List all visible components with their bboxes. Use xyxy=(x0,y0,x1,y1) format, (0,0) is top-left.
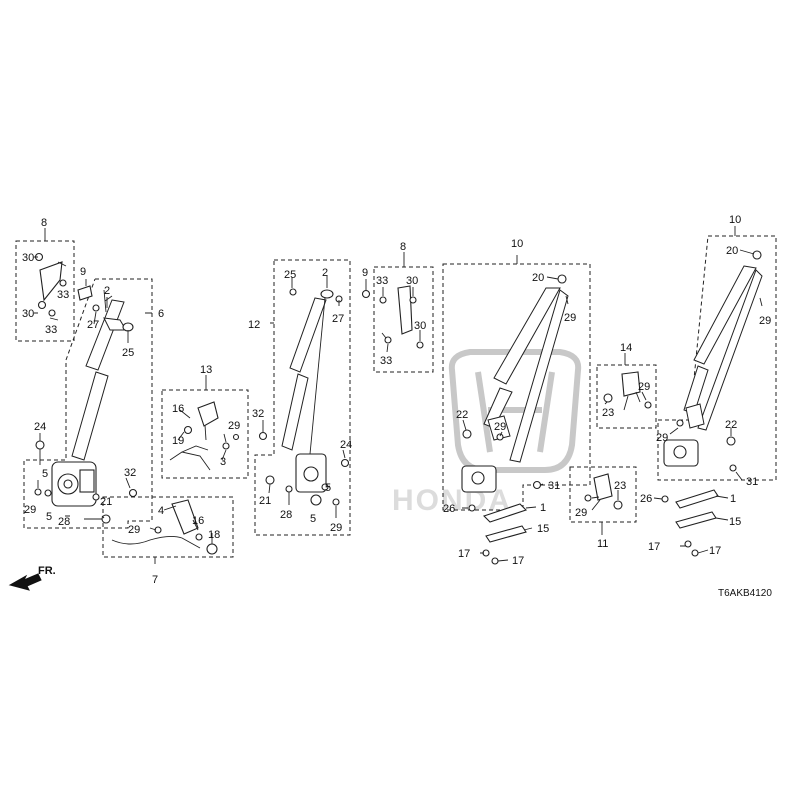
seat-belt-assembly-6 xyxy=(51,289,134,507)
diagram-code: T6AKB4120 xyxy=(718,588,772,599)
callout-6: 6 xyxy=(158,308,164,320)
callout-17: 17 xyxy=(648,541,660,553)
callout-5: 5 xyxy=(310,513,316,525)
callout-17: 17 xyxy=(512,555,524,567)
callout-16: 16 xyxy=(172,403,184,415)
callout-8-left: 8 xyxy=(41,217,47,229)
callout-28: 28 xyxy=(280,509,292,521)
callout-3: 3 xyxy=(220,456,226,468)
callout-29: 29 xyxy=(564,312,576,324)
callout-10-right: 10 xyxy=(729,214,741,226)
callout-26: 26 xyxy=(443,503,455,515)
callout-30: 30 xyxy=(406,275,418,287)
callout-labels: 8 30 9 33 30 33 2 27 25 6 24 32 5 29 5 2… xyxy=(22,214,771,586)
callout-17: 17 xyxy=(709,545,721,557)
callout-5: 5 xyxy=(46,511,52,523)
callout-23: 23 xyxy=(602,407,614,419)
buckle-assembly-14 xyxy=(603,371,652,411)
callout-25: 25 xyxy=(122,347,134,359)
callout-24: 24 xyxy=(340,439,352,451)
buckle-assembly-13 xyxy=(169,401,240,471)
callout-11: 11 xyxy=(597,538,608,550)
front-arrow-icon xyxy=(8,573,42,591)
callout-27: 27 xyxy=(332,313,344,325)
group-box-10-left xyxy=(442,263,591,511)
callout-32: 32 xyxy=(124,467,136,479)
callout-29: 29 xyxy=(128,524,140,536)
callout-26: 26 xyxy=(640,493,652,505)
seat-belt-assembly-12 xyxy=(258,288,350,506)
callout-15: 15 xyxy=(537,523,549,535)
seat-belt-assembly-10-right xyxy=(661,250,763,557)
callout-17: 17 xyxy=(458,548,470,560)
callout-33: 33 xyxy=(57,289,69,301)
callout-33: 33 xyxy=(380,355,392,367)
leader-lines xyxy=(34,226,763,564)
callout-2: 2 xyxy=(104,285,110,297)
callout-27: 27 xyxy=(87,319,99,331)
callout-22: 22 xyxy=(725,419,737,431)
callout-33: 33 xyxy=(376,275,388,287)
callout-23: 23 xyxy=(614,480,626,492)
callout-31: 31 xyxy=(746,476,758,488)
callout-7: 7 xyxy=(152,574,158,586)
callout-18: 18 xyxy=(208,529,220,541)
group-box-8-left xyxy=(15,240,75,342)
callout-4: 4 xyxy=(158,505,164,517)
callout-14: 14 xyxy=(620,342,632,354)
callout-24: 24 xyxy=(34,421,46,433)
callout-33: 33 xyxy=(45,324,57,336)
callout-2: 2 xyxy=(322,267,328,279)
callout-5: 5 xyxy=(42,468,48,480)
callout-29: 29 xyxy=(24,504,36,516)
callout-1: 1 xyxy=(540,502,546,514)
callout-20: 20 xyxy=(726,245,738,257)
callout-19: 19 xyxy=(172,435,184,447)
callout-16: 16 xyxy=(192,515,204,527)
group-box-11 xyxy=(569,466,637,523)
fasteners-left xyxy=(34,252,138,524)
callout-30: 30 xyxy=(414,320,426,332)
callout-29: 29 xyxy=(228,420,240,432)
callout-31: 31 xyxy=(548,480,560,492)
anchor-adjuster-8 xyxy=(361,285,424,349)
callout-13: 13 xyxy=(200,364,212,376)
callout-28: 28 xyxy=(58,516,70,528)
group-box-8-mid xyxy=(373,266,434,373)
seat-belt-assembly-10-left xyxy=(461,274,569,565)
group-box-14 xyxy=(596,364,657,429)
callout-29: 29 xyxy=(330,522,342,534)
callout-12: 12 xyxy=(248,319,260,331)
callout-20: 20 xyxy=(532,272,544,284)
callout-29: 29 xyxy=(638,381,650,393)
callout-25: 25 xyxy=(284,269,296,281)
group-box-6 xyxy=(23,278,153,529)
callout-1: 1 xyxy=(730,493,736,505)
callout-9: 9 xyxy=(362,267,368,279)
callout-8-mid: 8 xyxy=(400,241,406,253)
callout-30: 30 xyxy=(22,308,34,320)
callout-29: 29 xyxy=(759,315,771,327)
callout-9: 9 xyxy=(80,266,86,278)
callout-5: 5 xyxy=(325,482,331,494)
callout-21: 21 xyxy=(259,495,271,507)
callout-30: 30 xyxy=(22,252,34,264)
callout-10-left: 10 xyxy=(511,238,523,250)
callout-22: 22 xyxy=(456,409,468,421)
group-box-13 xyxy=(161,389,249,479)
callout-29: 29 xyxy=(575,507,587,519)
group-box-7 xyxy=(102,496,234,558)
callout-32: 32 xyxy=(252,408,264,420)
callout-15: 15 xyxy=(729,516,741,528)
buckle-assembly-11 xyxy=(584,473,623,511)
front-arrow: FR. xyxy=(8,565,56,591)
callout-29: 29 xyxy=(656,432,668,444)
front-arrow-label: FR. xyxy=(38,565,56,577)
callout-29: 29 xyxy=(494,421,506,433)
callout-21: 21 xyxy=(100,496,112,508)
